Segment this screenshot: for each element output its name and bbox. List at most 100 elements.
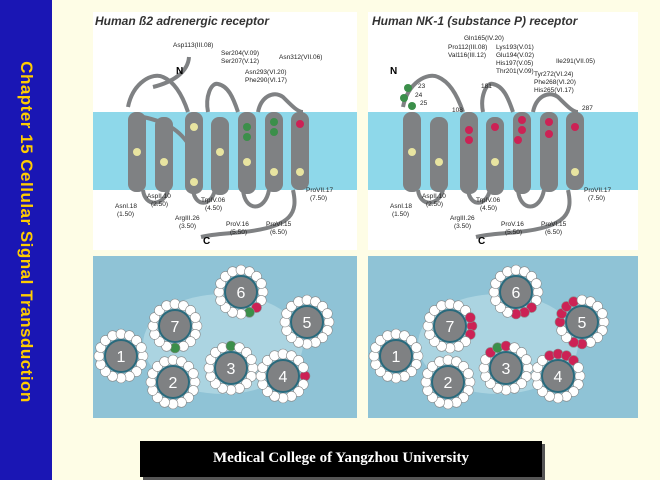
label-tyr272: Tyr272(VI.24) xyxy=(534,71,573,78)
label-aspII-num: (2.50) xyxy=(426,201,443,208)
residue-bead xyxy=(597,308,608,319)
c-terminal-tail xyxy=(200,189,297,239)
label-proVII: ProVII.17 xyxy=(306,187,333,194)
label-argIII: ArgIII.26 xyxy=(175,215,200,222)
label-argIII-num: (3.50) xyxy=(454,223,471,230)
helix-number: 2 xyxy=(169,375,178,392)
label-trpIV: TrpIV.06 xyxy=(476,197,500,204)
label-pro112: Pro112(III.08) xyxy=(448,44,487,51)
footer-banner: Medical College of Yangzhou University xyxy=(140,441,542,477)
label-asp113: Asp113(III.08) xyxy=(173,42,213,49)
label-asnI: AsnI.18 xyxy=(115,203,137,210)
helix-number: 5 xyxy=(578,315,587,332)
helix-core xyxy=(541,359,575,393)
helix-number: 5 xyxy=(303,315,312,332)
label-proV: ProV.16 xyxy=(501,221,524,228)
residue-bead xyxy=(298,362,309,373)
institution-name: Medical College of Yangzhou University xyxy=(212,450,470,466)
extracellular-loop-2 xyxy=(205,81,240,113)
label-thr201: Thr201(V.09) xyxy=(496,68,534,75)
helix-7-cross-section: 7 xyxy=(147,298,203,354)
c-terminus-label: C xyxy=(478,236,485,247)
b2-residue-markers xyxy=(133,118,304,186)
label-aspII: AspII.10 xyxy=(147,193,171,200)
nk1-helices xyxy=(403,112,584,195)
label-trpIV-num: (4.50) xyxy=(205,205,222,212)
helix-number: 4 xyxy=(279,369,288,386)
residue-bead xyxy=(136,342,147,353)
residue-bead xyxy=(188,368,199,379)
label-trpIV-num: (4.50) xyxy=(480,205,497,212)
helix-core xyxy=(379,339,413,373)
residue-bead xyxy=(190,312,201,323)
n-terminus-label: N xyxy=(176,66,183,77)
b2-helix-bundle: 1 2 3 4 5 6 7 xyxy=(93,264,335,410)
intracellular-loop-1 xyxy=(141,189,170,205)
label-trpIV: TrpIV.06 xyxy=(201,197,225,204)
helix-core xyxy=(565,305,599,339)
helix-4-cross-section: 4 xyxy=(255,348,311,404)
residue-bead xyxy=(573,362,584,373)
n-terminus-label: N xyxy=(390,66,397,77)
label-181: 181 xyxy=(481,83,492,90)
helix-5-cross-section: 5 xyxy=(279,294,335,350)
helix-number: 6 xyxy=(512,285,521,302)
helix-6-cross-section: 6 xyxy=(213,264,269,320)
helix-1-cross-section: 1 xyxy=(368,328,424,384)
helix-number: 3 xyxy=(502,361,511,378)
helix-core xyxy=(104,339,138,373)
residue-bead xyxy=(322,308,333,319)
label-aspII: AspII.10 xyxy=(422,193,446,200)
helix-number: 6 xyxy=(237,285,246,302)
label-gln165: Gln165(IV.20) xyxy=(464,35,504,42)
helix-5-cross-section: 5 xyxy=(554,294,610,350)
label-proVI-num: (6.50) xyxy=(270,229,287,236)
label-asn293: Asn293(VI.20) xyxy=(245,69,287,76)
helix-core xyxy=(431,365,465,399)
label-proV-num: (5.50) xyxy=(230,229,247,236)
helix-number: 1 xyxy=(392,349,401,366)
residue-bead xyxy=(531,278,542,289)
extracellular-loop-1 xyxy=(126,73,190,113)
label-asnI: AsnI.18 xyxy=(390,203,412,210)
label-asnI-num: (1.50) xyxy=(117,211,134,218)
nk1-receptor-topology-panel: N C 23 24 25 108 181 287 Gln165(IV.20) P… xyxy=(368,12,638,250)
residue-bead xyxy=(465,312,476,323)
nk1-helix-bundle-panel: 1 2 3 4 5 6 7 xyxy=(368,256,638,418)
label-phe268: Phe268(VI.20) xyxy=(534,79,576,86)
residue-bead xyxy=(256,278,267,289)
helix-number: 7 xyxy=(171,319,180,336)
extracellular-loop-3 xyxy=(256,92,304,114)
helix-core xyxy=(290,305,324,339)
label-23: 23 xyxy=(418,83,426,90)
helix-7-cross-section: 7 xyxy=(422,298,478,354)
helix-number: 4 xyxy=(554,369,563,386)
helix-core xyxy=(214,351,248,385)
label-proVI: ProVI.15 xyxy=(266,221,292,228)
helix-core xyxy=(266,359,300,393)
label-proVI: ProVI.15 xyxy=(541,221,567,228)
helix-1-cross-section: 1 xyxy=(93,328,149,384)
nk1-helix-bundle: 1 2 3 4 5 6 7 xyxy=(368,264,610,410)
label-argIII-num: (3.50) xyxy=(179,223,196,230)
label-proV: ProV.16 xyxy=(226,221,249,228)
b2-topology-diagram: N C Asp113(III.08) Ser204(V.09) Ser207(V… xyxy=(93,42,357,247)
helix-6-cross-section: 6 xyxy=(488,264,544,320)
helix-number: 2 xyxy=(444,375,453,392)
residue-bead xyxy=(463,368,474,379)
label-25: 25 xyxy=(420,100,428,107)
label-lys193: Lys193(V.01) xyxy=(496,44,534,51)
b2-receptor-title: Human ß2 adrenergic receptor xyxy=(95,14,270,28)
label-glu194: Glu194(V.02) xyxy=(496,52,534,59)
label-ser204: Ser204(V.09) xyxy=(221,50,259,57)
label-proV-num: (5.50) xyxy=(505,229,522,236)
label-ser207: Ser207(V.12) xyxy=(221,58,259,65)
helix-2-cross-section: 2 xyxy=(420,354,476,410)
helix-core xyxy=(489,351,523,385)
chapter-title: Chapter 15 Cellular Signal Transduction xyxy=(17,61,36,403)
label-val116: Val116(III.12) xyxy=(448,52,486,59)
helix-number: 3 xyxy=(227,361,236,378)
helix-4-cross-section: 4 xyxy=(530,348,586,404)
helix-core xyxy=(433,309,467,343)
sidebar: Chapter 15 Cellular Signal Transduction xyxy=(0,0,52,480)
